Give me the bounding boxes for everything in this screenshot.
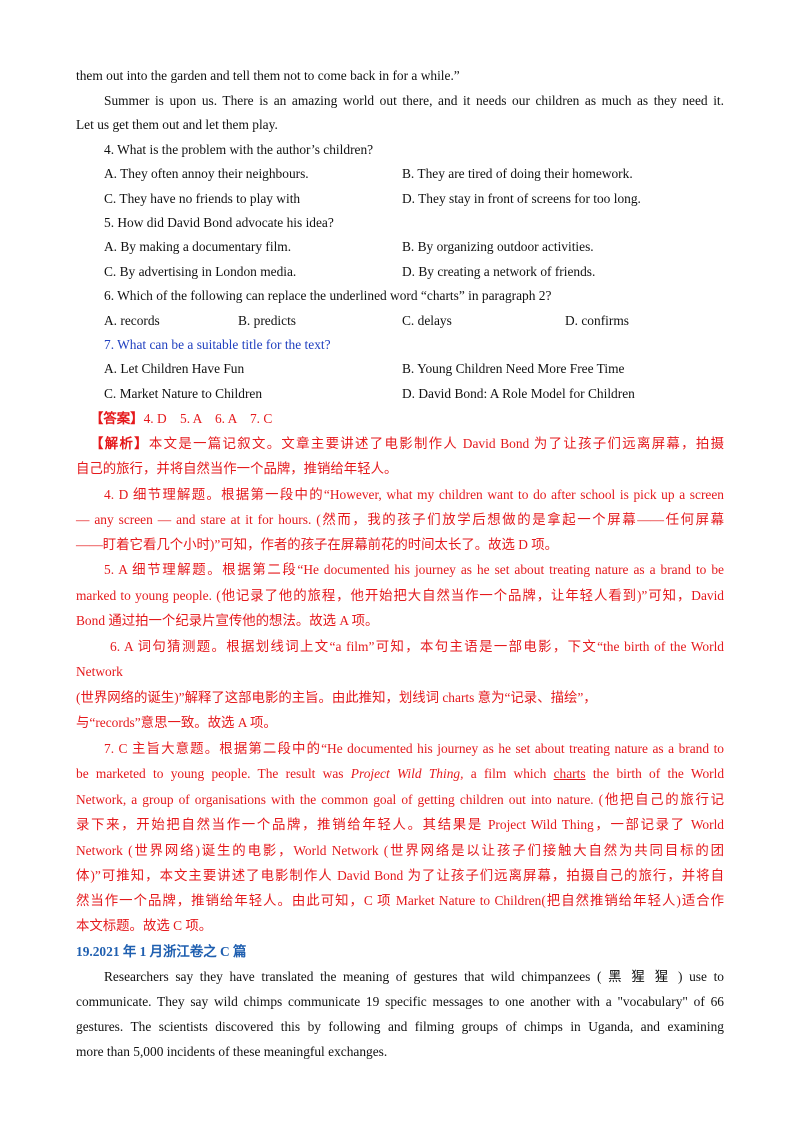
question-option: A. By making a documentary film. [104,239,292,254]
analysis-q7-underlined-word: charts [553,766,586,781]
analysis-q7-line: 7. C 主旨大意题。根据第二段中的“He documented his jou… [104,741,724,756]
passage-paragraph-line: Summer is upon us. There is an amazing w… [104,93,724,108]
analysis-q4-line: ——盯着它看几个小时)”可知，作者的孩子在屏幕前花的时间太长了。故选 D 项。 [76,537,559,552]
analysis-q7-line: be marketed to young people. The result … [76,765,724,783]
answer-line: 【答案】4. D 5. A 6. A 7. C [90,410,272,428]
question-option: C. By advertising in London media. [104,264,297,279]
passage-line: them out into the garden and tell them n… [76,68,460,83]
question-option: C. Market Nature to Children [104,386,263,401]
question-option: C. They have no friends to play with [104,191,301,206]
answer-label: 【答案】 [90,411,144,426]
answer-values: 4. D 5. A 6. A 7. C [143,411,273,426]
analysis-q5-line: Bond 通过拍一个纪录片宣传他的想法。故选 A 项。 [76,613,379,628]
analysis-q7-text: the birth of the World [585,766,725,781]
question-option: D. They stay in front of screens for too… [402,191,641,206]
analysis-q7-film-title: Project Wild Thing, [350,766,464,781]
next-passage-line: Researchers say they have translated the… [104,969,724,984]
next-passage-line: gestures. The scientists discovered this… [76,1019,724,1034]
analysis-q7-text: a film which [463,766,554,781]
analysis-q7-line: 然当作一个品牌，推销给年轻人。由此可知，C 项 Market Nature to… [76,893,724,908]
next-passage-line: more than 5,000 incidents of these meani… [76,1044,388,1059]
analysis-label: 【解析】 [90,436,149,451]
question-option: A. They often annoy their neighbours. [104,166,309,181]
analysis-q7-text: be marketed to young people. The result … [76,766,351,781]
question-option: B. They are tired of doing their homewor… [402,166,633,181]
question-stem: 4. What is the problem with the author’s… [104,142,374,157]
analysis-q4-line: 4. D 细节理解题。根据第一段中的“However, what my chil… [104,487,724,502]
question-stem: 7. What can be a suitable title for the … [104,337,331,352]
question-option: B. Young Children Need More Free Time [402,361,625,376]
passage-paragraph-line: Let us get them out and let them play. [76,117,278,132]
question-stem: 6. Which of the following can replace th… [104,288,552,303]
analysis-q7-line: 体)”可推知，本文主要讲述了电影制作人 David Bond 为了让孩子们远离屏… [76,868,724,883]
question-option: C. delays [402,313,452,328]
analysis-intro-text: 本文是一篇记叙文。文章主要讲述了电影制作人 David Bond 为了让孩子们远… [148,436,724,451]
analysis-intro-line: 自己的旅行，并将自然当作一个品牌，推销给年轻人。 [76,461,398,476]
question-option: A. Let Children Have Fun [104,361,245,376]
analysis-q6-line: 与“records”意思一致。故选 A 项。 [76,715,277,730]
analysis-q7-line: Network (世界网络)诞生的电影，World Network (世界网络是… [76,843,724,858]
question-option: B. predicts [238,313,297,328]
question-option: B. By organizing outdoor activities. [402,239,594,254]
question-option: D. By creating a network of friends. [402,264,596,279]
section-heading: 19.2021 年 1 月浙江卷之 C 篇 [76,944,247,959]
analysis-q7-line: Network, a group of organisations with t… [76,792,724,807]
analysis-q7-line: 录下来，开始把自然当作一个品牌，推销给年轻人。其结果是 Project Wild… [76,817,724,832]
analysis-q6-line: Network [76,664,123,679]
analysis-q4-line: — any screen — and stare at it for hours… [76,512,724,527]
analysis-q5-line: 5. A 细节理解题。根据第二段“He documented his journ… [104,562,724,577]
next-passage-line: communicate. They say wild chimps commun… [76,994,724,1009]
question-option: A. records [104,313,160,328]
analysis-intro: 【解析】本文是一篇记叙文。文章主要讲述了电影制作人 David Bond 为了让… [76,435,724,453]
question-option: D. confirms [565,313,629,328]
question-option: D. David Bond: A Role Model for Children [402,386,635,401]
analysis-q7-line: 本文标题。故选 C 项。 [76,918,213,933]
analysis-q6-line: 6. A 词句猜测题。根据划线词上文“a film”可知，本句主语是一部电影，下… [110,639,724,654]
analysis-q6-line: (世界网络的诞生)”解释了这部电影的主旨。由此推知，划线词 charts 意为“… [76,690,597,705]
analysis-q5-line: marked to young people. (他记录了他的旅程，他开始把大自… [76,588,724,603]
question-stem: 5. How did David Bond advocate his idea? [104,215,334,230]
